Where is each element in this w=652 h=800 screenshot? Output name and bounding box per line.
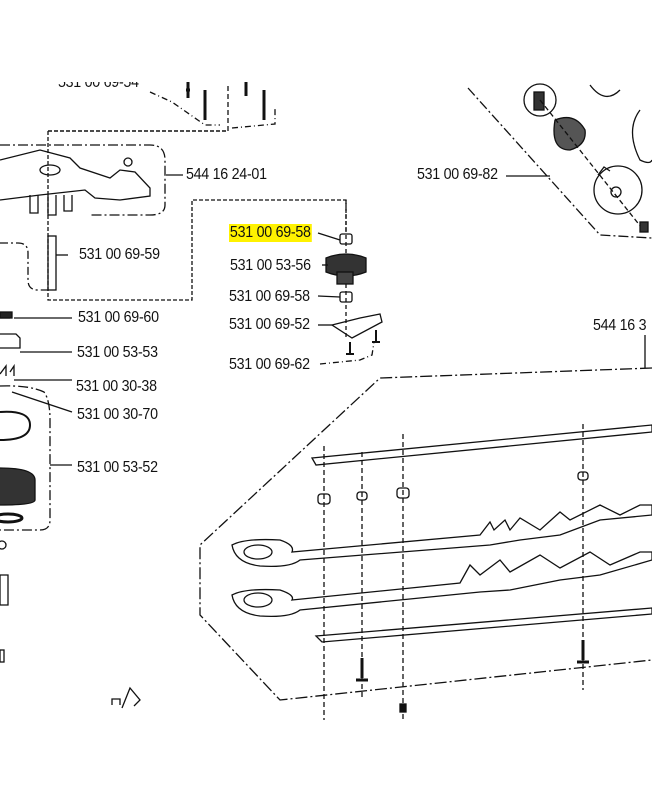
label-pin: 531 00 69-59 xyxy=(79,246,160,263)
blade-assembly-drawing xyxy=(199,335,652,720)
label-clip: 531 00 30-38 xyxy=(76,378,157,395)
label-bushing-lower: 531 00 69-58 xyxy=(229,288,310,305)
left-stack-drawing xyxy=(0,311,141,709)
label-crank-assembly: 531 00 69-82 xyxy=(417,166,498,183)
label-cover: 531 00 53-53 xyxy=(77,344,158,361)
top-screws xyxy=(149,82,276,132)
label-blade-assembly: 544 16 3 xyxy=(593,317,647,334)
label-gear-housing: 544 16 24-01 xyxy=(186,166,267,183)
label-washer: 531 00 69-60 xyxy=(78,309,159,326)
label-plate-screws: 531 00 69-62 xyxy=(229,356,310,373)
label-bushing-upper-highlighted[interactable]: 531 00 69-58 xyxy=(229,224,312,242)
label-plate: 531 00 69-52 xyxy=(229,316,310,333)
crank-assembly-drawing xyxy=(467,83,652,239)
center-stack-drawing xyxy=(317,200,383,365)
label-gear-wheel: 531 00 53-56 xyxy=(230,257,311,274)
label-main-gear: 531 00 53-52 xyxy=(77,459,158,476)
pin-drawing xyxy=(0,235,68,291)
gear-housing-drawing xyxy=(0,144,183,216)
label-bearing: 531 00 30-70 xyxy=(77,406,158,423)
label-top-screws: 531 00 69-54 xyxy=(58,74,139,91)
